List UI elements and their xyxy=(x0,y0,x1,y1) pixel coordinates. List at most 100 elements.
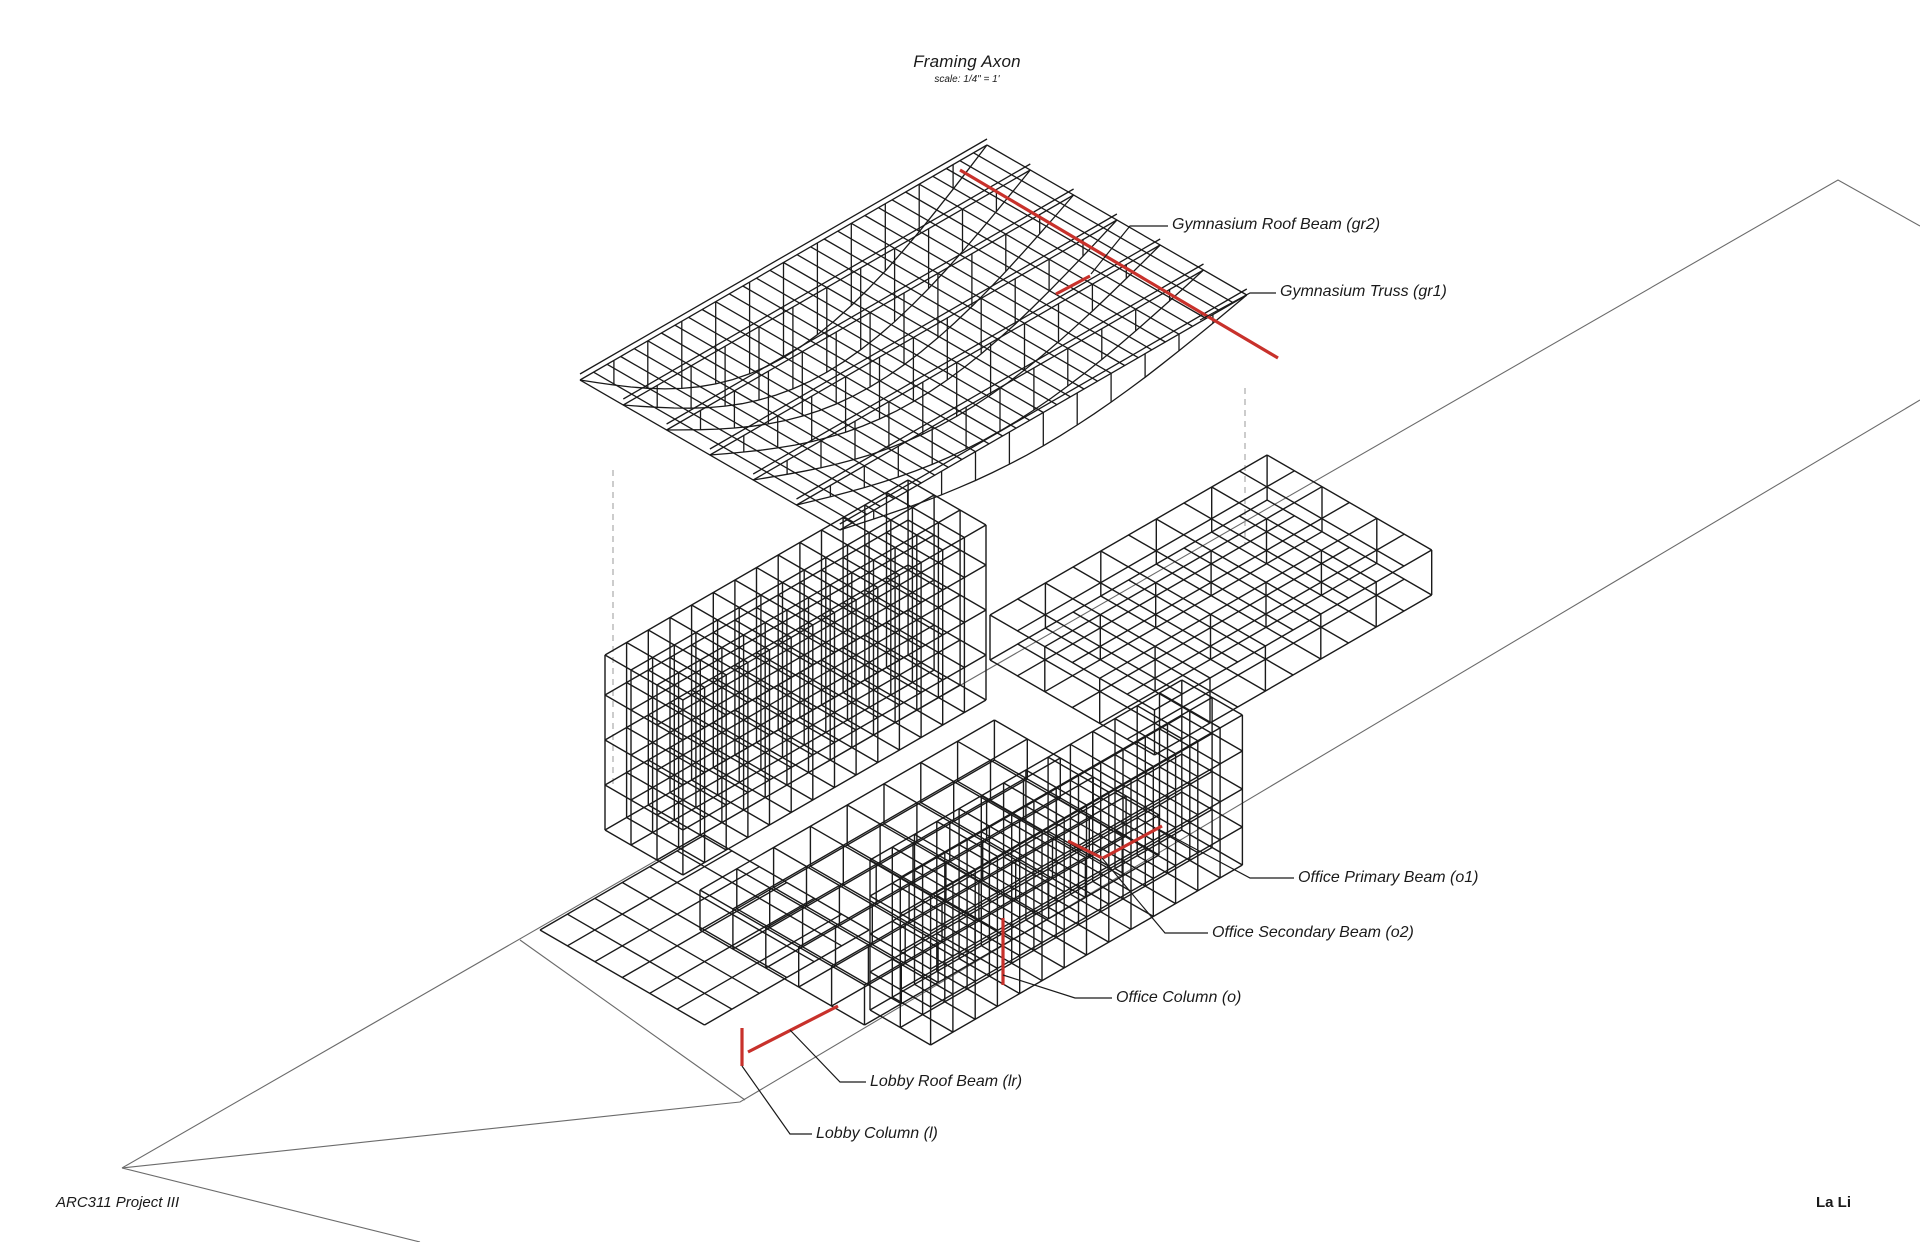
roof-beam xyxy=(823,238,1085,390)
roof-beam xyxy=(796,254,1058,406)
roof-beam xyxy=(891,199,1153,351)
roof-beam xyxy=(742,285,1003,437)
site-edge-south xyxy=(121,399,1920,1169)
roof-beam xyxy=(620,355,881,508)
highlighted-members xyxy=(740,168,1279,1066)
roof-truss-arch xyxy=(753,244,1161,481)
highlight-office-secondary-beam xyxy=(1102,824,1163,860)
beam xyxy=(699,889,865,986)
roof-beam xyxy=(756,277,1017,429)
beam xyxy=(773,886,939,984)
beam xyxy=(989,454,1268,616)
title-block: Framing Axon scale: 1/4" = 1' xyxy=(0,52,1920,85)
roof-truss-chord xyxy=(709,213,1118,450)
roof-beam xyxy=(945,167,1207,320)
callout-gymnasium-roof-beam: Gymnasium Roof Beam (gr2) xyxy=(1172,216,1381,233)
beam xyxy=(604,829,684,876)
beam xyxy=(1044,486,1323,648)
beam xyxy=(626,816,705,864)
beam xyxy=(989,499,1268,661)
leader-office-primary-beam xyxy=(1159,829,1294,879)
beam xyxy=(704,929,870,1026)
gymnasium-lower-frame xyxy=(989,454,1433,756)
roof-beam xyxy=(837,230,1098,382)
roof-beam xyxy=(606,363,868,515)
office-frame xyxy=(604,479,987,876)
roof-beam xyxy=(647,340,908,492)
beam xyxy=(1099,517,1378,679)
roof-beam xyxy=(850,222,1112,374)
roof-beam xyxy=(973,152,1234,304)
roof-truss-chord xyxy=(796,263,1204,500)
scale-note: scale: 1/4" = 1' xyxy=(934,74,1000,85)
leader-office-secondary-beam xyxy=(1101,857,1208,934)
roof-beam xyxy=(932,175,1193,327)
roof-beam xyxy=(701,308,963,461)
roof-beam xyxy=(810,246,1071,398)
callout-office-primary-beam: Office Primary Beam (o1) xyxy=(1298,869,1479,886)
lobby-frame xyxy=(539,834,870,1026)
beam xyxy=(1154,594,1433,756)
roof-beam xyxy=(593,371,854,523)
beam xyxy=(649,897,815,994)
highlight-lobby-roof-beam xyxy=(747,1004,839,1054)
beam xyxy=(567,850,733,947)
gymnasium-roof-frame xyxy=(579,138,1248,531)
author-label: La Li xyxy=(1816,1194,1852,1211)
beam xyxy=(1154,549,1433,711)
beam xyxy=(594,866,760,963)
beam xyxy=(773,846,939,944)
beam xyxy=(907,519,987,566)
roof-beam xyxy=(579,379,841,531)
beam xyxy=(1044,531,1323,693)
beam xyxy=(846,844,1013,941)
roof-truss-chord xyxy=(579,138,988,375)
beam xyxy=(1099,562,1378,724)
beam xyxy=(907,479,987,526)
office-east-frame xyxy=(869,679,1244,1046)
roof-beam xyxy=(728,293,990,445)
beam xyxy=(626,771,705,819)
roof-beam xyxy=(918,183,1180,335)
highlight-gymnasium-truss xyxy=(959,168,1279,360)
callout-office-secondary-beam: Office Secondary Beam (o2) xyxy=(1212,924,1414,941)
roof-beam xyxy=(769,269,1031,421)
leader-lobby-roof-beam xyxy=(789,1029,866,1083)
highlight-office-primary-beam xyxy=(1067,839,1103,860)
roof-beam xyxy=(674,324,936,476)
beam xyxy=(604,784,684,831)
site-edge-west xyxy=(121,1167,421,1242)
beam xyxy=(886,531,965,579)
beam xyxy=(699,929,865,1026)
highlight-gymnasium-roof-beam xyxy=(1055,274,1091,296)
beam xyxy=(539,834,705,931)
roof-beam xyxy=(864,214,1126,367)
roof-truss-chord xyxy=(622,163,1031,400)
roof-beam xyxy=(959,160,1221,312)
roof-beam xyxy=(661,332,922,484)
roof-beam xyxy=(688,316,949,468)
beam xyxy=(864,544,944,591)
beam xyxy=(676,913,843,1010)
beam xyxy=(736,908,902,1005)
beam xyxy=(864,504,944,551)
roof-beam xyxy=(715,301,976,453)
beam xyxy=(886,491,965,539)
roof-truss-arch xyxy=(623,169,1031,409)
beam xyxy=(736,868,902,965)
callout-lobby-roof-beam: Lobby Roof Beam (lr) xyxy=(870,1073,1023,1090)
center-grid-frame xyxy=(699,719,1160,1026)
leader-gymnasium-roof-beam xyxy=(1090,225,1168,275)
callout-office-column: Office Column (o) xyxy=(1116,989,1242,1006)
leader-office-column xyxy=(1002,974,1112,999)
roof-beam xyxy=(783,261,1044,414)
roof-truss-chord xyxy=(752,238,1161,475)
beam xyxy=(883,783,1049,880)
roof-truss-chord xyxy=(666,188,1074,425)
roof-truss-chord xyxy=(839,288,1248,525)
callout-leaders xyxy=(741,225,1294,1135)
leader-gymnasium-truss xyxy=(1199,292,1276,321)
callout-lobby-column: Lobby Column (l) xyxy=(816,1125,938,1142)
callout-gymnasium-truss: Gymnasium Truss (gr1) xyxy=(1280,283,1447,300)
